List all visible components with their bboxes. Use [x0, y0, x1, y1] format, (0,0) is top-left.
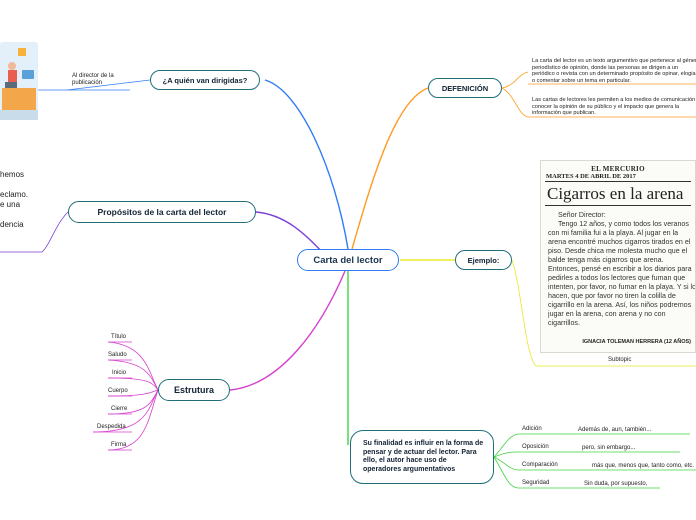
clipped-line: dencia	[0, 220, 24, 229]
leaf-director-text: Al director de la publicación	[72, 73, 114, 86]
paragraph-text: Las cartas de lectores les permiten a lo…	[532, 97, 696, 116]
center-node-label: Carta del lector	[313, 254, 383, 266]
node-finalidad-label: Su finalidad es influir en la forma de p…	[363, 440, 484, 473]
leaf-label: Inicio	[112, 370, 127, 376]
node-propositos-label: Propósitos de la carta del lector	[97, 207, 227, 217]
newspaper-salutation: Señor Director:	[558, 211, 606, 219]
node-propositos[interactable]: Propósitos de la carta del lector	[68, 201, 256, 223]
operator-oposicion[interactable]: Oposición	[522, 444, 549, 451]
operator-seguridad[interactable]: Seguridad	[522, 480, 549, 487]
definicion-paragraph-2[interactable]: Las cartas de lectores les permiten a lo…	[532, 97, 696, 117]
office-illustration	[0, 42, 38, 120]
operator-comparacion[interactable]: Comparación	[522, 462, 558, 469]
leaf-cuerpo[interactable]: Cuerpo	[108, 388, 128, 395]
leaf-subtopic[interactable]: Subtopic	[608, 357, 631, 364]
operator-seguridad-examples[interactable]: Sin duda, por supuesto,	[584, 481, 647, 488]
node-ejemplo-label: Ejemplo:	[467, 255, 500, 265]
operator-examples: Además de, aun, también...	[578, 427, 652, 433]
operator-adicion[interactable]: Adición	[522, 426, 542, 433]
leaf-label: Despedida	[97, 424, 126, 430]
leaf-label: Cierre	[111, 406, 128, 412]
newspaper-headline: Cigarros en la arena	[547, 184, 684, 203]
newspaper-masthead: EL MERCURIO	[591, 165, 645, 173]
edge-propositos-left	[41, 211, 69, 253]
divider	[545, 205, 691, 206]
center-node[interactable]: Carta del lector	[297, 249, 399, 271]
operator-type: Oposición	[522, 444, 549, 450]
leaf-saludo[interactable]: Saludo	[108, 352, 127, 359]
operator-oposicion-examples[interactable]: pero, sin embargo...	[582, 445, 635, 452]
leaf-director[interactable]: Al director de la publicación	[72, 73, 132, 87]
operator-lines	[493, 433, 696, 489]
operator-type: Seguridad	[522, 480, 550, 486]
node-ejemplo[interactable]: Ejemplo:	[455, 250, 512, 270]
edge-center-estrutura	[229, 270, 346, 391]
divider	[545, 181, 691, 182]
leaf-label: Cuerpo	[108, 388, 128, 394]
clipped-line: eclamo.	[0, 190, 29, 199]
operator-type: Adición	[522, 426, 542, 432]
newspaper-signature: IGNACIA TOLEMAN HERRERA (12 AÑOS)	[582, 339, 691, 345]
newspaper-date: MARTES 4 DE ABRIL DE 2017	[546, 173, 636, 180]
edge-center-definicion	[351, 87, 429, 250]
definicion-paragraph-1[interactable]: La carta del lector es un texto argument…	[532, 58, 696, 84]
clipped-line: e una	[0, 200, 21, 209]
edge-ejemplo-subtopic	[511, 259, 537, 367]
clipped-line: hemos	[0, 170, 25, 179]
node-finalidad[interactable]: Su finalidad es influir en la forma de p…	[350, 430, 494, 484]
person-head-icon	[8, 62, 16, 70]
operator-comparacion-examples[interactable]: más que, menos que, tanto como, etc.	[592, 463, 694, 470]
leaf-titulo[interactable]: Título	[111, 334, 126, 341]
estrutura-leaf-lines	[92, 341, 159, 451]
node-definicion[interactable]: DEFENICIÓN	[428, 78, 502, 98]
leaf-label: Título	[111, 334, 127, 340]
newspaper-text: Tengo 12 años, y como todos los veranos …	[548, 220, 696, 327]
operator-adicion-examples[interactable]: Además de, aun, también...	[578, 427, 651, 434]
node-estrutura-label: Estrutura	[173, 385, 214, 395]
edge-definicion-par2	[501, 87, 529, 118]
operator-examples: más que, menos que, tanto como, etc.	[592, 463, 695, 469]
newspaper-clipping-image: EL MERCURIO MARTES 4 DE ABRIL DE 2017 Ci…	[540, 160, 696, 353]
edge-center-dirigidas	[264, 79, 349, 250]
operator-type: Comparación	[522, 462, 558, 468]
operator-examples: Sin duda, por supuesto,	[584, 481, 648, 487]
leaf-label: Subtopic	[608, 357, 632, 363]
paragraph-text: La carta del lector es un texto argument…	[532, 58, 696, 84]
edge-dirigidas-director	[66, 79, 151, 91]
node-definicion-label: DEFENICIÓN	[441, 83, 489, 93]
node-dirigidas[interactable]: ¿A quién van dirigidas?	[150, 70, 260, 90]
leaf-firma[interactable]: Firma	[111, 442, 126, 449]
edge-definicion-par1	[501, 71, 529, 89]
leaf-label: Saludo	[108, 352, 127, 358]
operator-examples: pero, sin embargo...	[582, 445, 636, 451]
leaf-inicio[interactable]: Inicio	[112, 370, 126, 377]
newspaper-body: Señor Director: Tengo 12 años, y como to…	[548, 211, 696, 328]
leaf-cierre[interactable]: Cierre	[111, 406, 127, 413]
leaf-label: Firma	[111, 442, 127, 448]
node-estrutura[interactable]: Estrutura	[158, 379, 230, 401]
propositos-clipped-text: hemos eclamo. e una dencia	[0, 170, 28, 230]
leaf-despedida[interactable]: Despedida	[97, 424, 126, 431]
node-dirigidas-label: ¿A quién van dirigidas?	[162, 75, 248, 85]
